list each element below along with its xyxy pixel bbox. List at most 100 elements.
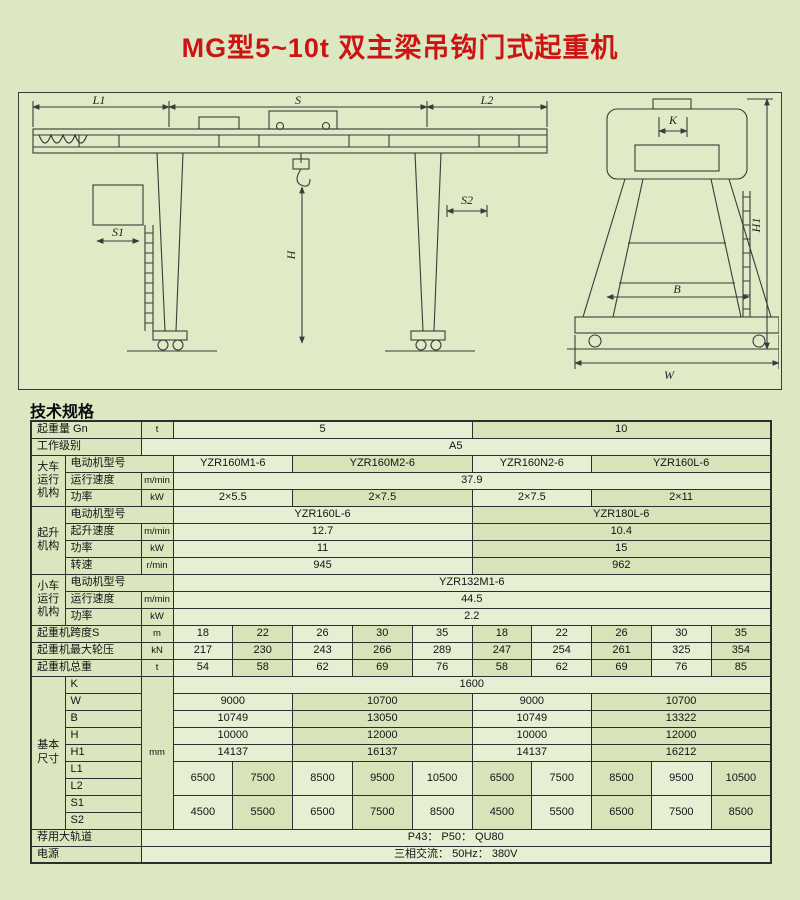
spec-value-cell: 8500 (591, 760, 652, 796)
spec-label-cell: 转速 (64, 556, 142, 575)
spec-label-cell: L1 (64, 760, 142, 779)
spec-value-cell: 62 (292, 658, 353, 677)
spec-value-cell: 6500 (292, 794, 353, 830)
spec-value-cell: 10500 (710, 760, 772, 796)
spec-value-cell: 9000 (172, 692, 294, 711)
spec-value-cell: P43： P50： QU80 (140, 828, 772, 847)
spec-value-cell: 16212 (591, 743, 772, 762)
spec-unit-cell: mm (140, 675, 174, 830)
spec-value-cell: 12.7 (172, 522, 473, 541)
spec-value-cell: 10700 (292, 692, 473, 711)
spec-value-cell: 243 (292, 641, 353, 660)
spec-value-cell: 325 (650, 641, 712, 660)
spec-label-cell: 起升速度 (64, 522, 142, 541)
spec-value-cell: 7500 (232, 760, 294, 796)
dim-label-l1: L1 (92, 93, 106, 107)
spec-value-cell: 9000 (471, 692, 593, 711)
spec-value-cell: 37.9 (172, 471, 772, 490)
spec-value-cell: 12000 (292, 726, 473, 745)
spec-value-cell: 9500 (351, 760, 413, 796)
spec-unit-cell: kW (140, 488, 174, 507)
spec-label-cell: 功率 (64, 488, 142, 507)
spec-value-cell: 30 (650, 624, 712, 643)
spec-label-cell: 电动机型号 (64, 573, 174, 592)
spec-value-cell: 2×11 (591, 488, 772, 507)
spec-value-cell: 1600 (172, 675, 772, 694)
spec-value-cell: 26 (292, 624, 353, 643)
spec-value-cell: 9500 (650, 760, 712, 796)
spec-unit-cell: kN (140, 641, 174, 660)
spec-value-cell: 266 (351, 641, 413, 660)
spec-value-cell: 10000 (172, 726, 294, 745)
dim-label-s1: S1 (112, 225, 124, 239)
spec-value-cell: 12000 (591, 726, 772, 745)
spec-unit-cell: kW (140, 607, 174, 626)
spec-value-cell: 5500 (232, 794, 294, 830)
spec-label-cell: 运行速度 (64, 590, 142, 609)
dim-label-h1: H1 (749, 218, 763, 234)
spec-label-cell: H (64, 726, 142, 745)
spec-value-cell: 2×7.5 (292, 488, 473, 507)
spec-value-cell: 8500 (292, 760, 353, 796)
spec-value-cell: 2×7.5 (471, 488, 593, 507)
spec-value-cell: 22 (531, 624, 593, 643)
crane-drawing: L1 S L2 S1 S2 H (32, 93, 787, 382)
spec-value-cell: 69 (591, 658, 652, 677)
spec-value-cell: 18 (172, 624, 234, 643)
spec-value-cell: 三相交流： 50Hz： 380V (140, 845, 772, 864)
spec-value-cell: YZR132M1-6 (172, 573, 772, 592)
spec-value-cell: 18 (471, 624, 533, 643)
spec-value-cell: 11 (172, 539, 473, 558)
spec-value-cell: YZR160L-6 (172, 505, 473, 524)
spec-value-cell: 289 (411, 641, 473, 660)
spec-group-cell: 大车运行机构 (30, 454, 66, 507)
spec-unit-cell: m/min (140, 471, 174, 490)
spec-value-cell: 62 (531, 658, 593, 677)
spec-table-row: S2 (31, 811, 771, 830)
dim-label-h: H (284, 249, 298, 260)
spec-label-cell: 起重机跨度S (30, 624, 142, 643)
spec-unit-cell: kW (140, 539, 174, 558)
spec-label-cell: L2 (64, 777, 142, 796)
spec-label-cell: B (64, 709, 142, 728)
spec-value-cell: 5 (172, 420, 473, 439)
spec-value-cell: 13322 (591, 709, 772, 728)
spec-value-cell: 230 (232, 641, 294, 660)
spec-value-cell: 254 (531, 641, 593, 660)
spec-value-cell: 10500 (411, 760, 473, 796)
spec-value-cell: 5500 (531, 794, 593, 830)
spec-label-cell: 起重机总重 (30, 658, 142, 677)
end-view-dimension-labels: K H1 B W (664, 113, 763, 382)
spec-value-cell: 76 (650, 658, 712, 677)
spec-label-cell: 功率 (64, 539, 142, 558)
spec-value-cell: A5 (140, 437, 772, 456)
crane-front-view (32, 101, 548, 352)
spec-value-cell: 58 (471, 658, 533, 677)
spec-value-cell: 4500 (471, 794, 533, 830)
spec-group-cell: 基本尺寸 (30, 675, 66, 830)
spec-unit-cell: m/min (140, 590, 174, 609)
spec-value-cell: 354 (710, 641, 772, 660)
spec-value-cell: YZR160N2-6 (471, 454, 593, 473)
spec-label-cell: S1 (64, 794, 142, 813)
dim-label-s2: S2 (461, 193, 473, 207)
spec-value-cell: 14137 (172, 743, 294, 762)
crane-end-view (567, 98, 787, 369)
spec-value-cell: 2.2 (172, 607, 772, 626)
spec-label-cell: H1 (64, 743, 142, 762)
spec-label-cell: 电源 (30, 845, 142, 864)
